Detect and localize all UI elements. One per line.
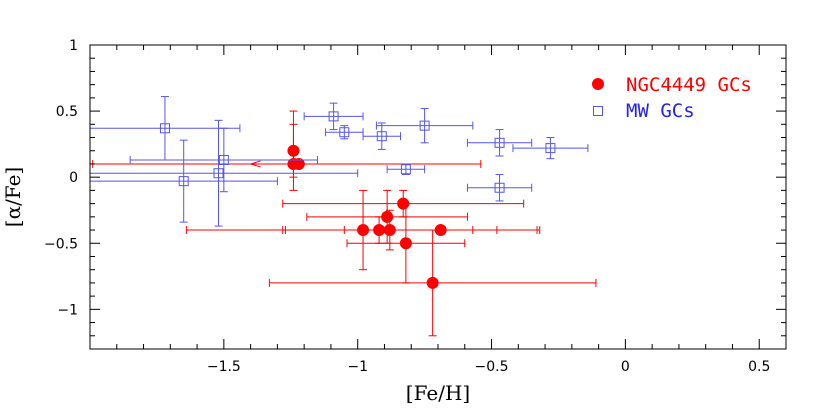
x-tick-label: −1: [347, 359, 368, 375]
y-tick-label: 1: [69, 38, 78, 54]
y-tick-label: 0: [69, 170, 78, 186]
legend-marker-mw: [593, 106, 603, 116]
data-point: [419, 120, 430, 131]
data-point: [426, 276, 439, 289]
data-point: [218, 154, 229, 165]
x-tick-label: −1.5: [207, 359, 241, 375]
legend-label-ngc4449: NGC4449 GCs: [626, 74, 752, 96]
y-tick-label: −1: [57, 302, 78, 318]
data-point: [381, 210, 394, 223]
y-axis-title: [α/Fe]: [1, 167, 25, 227]
data-point: [434, 224, 447, 237]
series-ngc4449: [92, 110, 597, 337]
data-point: [328, 111, 339, 122]
data-point: [399, 237, 412, 250]
data-point: [178, 176, 189, 187]
x-tick-label: −0.5: [475, 359, 509, 375]
data-point: [292, 157, 305, 170]
data-point: [494, 182, 505, 193]
data-point: [339, 127, 350, 138]
legend-marker-ngc4449: [592, 78, 604, 90]
legend-label-mw: MW GCs: [626, 100, 695, 122]
data-point: [400, 164, 411, 175]
data-point: [213, 168, 224, 179]
y-tick-label: −0.5: [44, 236, 78, 252]
x-tick-label: 0: [621, 359, 630, 375]
ticks-layer: −1.5 −1 −0.5 0 0.5 −1 −0.5 0 0.5 1: [44, 38, 786, 375]
data-point: [376, 131, 387, 142]
series-mw: [89, 96, 589, 227]
legend: NGC4449 GCs MW GCs: [592, 74, 752, 122]
data-point: [494, 137, 505, 148]
x-tick-label: 0.5: [748, 359, 770, 375]
marks-layer: [89, 96, 597, 337]
y-tick-label: 0.5: [56, 104, 78, 120]
x-axis-title: [Fe/H]: [406, 381, 470, 405]
data-point: [545, 143, 556, 154]
data-point: [159, 123, 170, 134]
limit-arrowhead: [248, 160, 261, 168]
